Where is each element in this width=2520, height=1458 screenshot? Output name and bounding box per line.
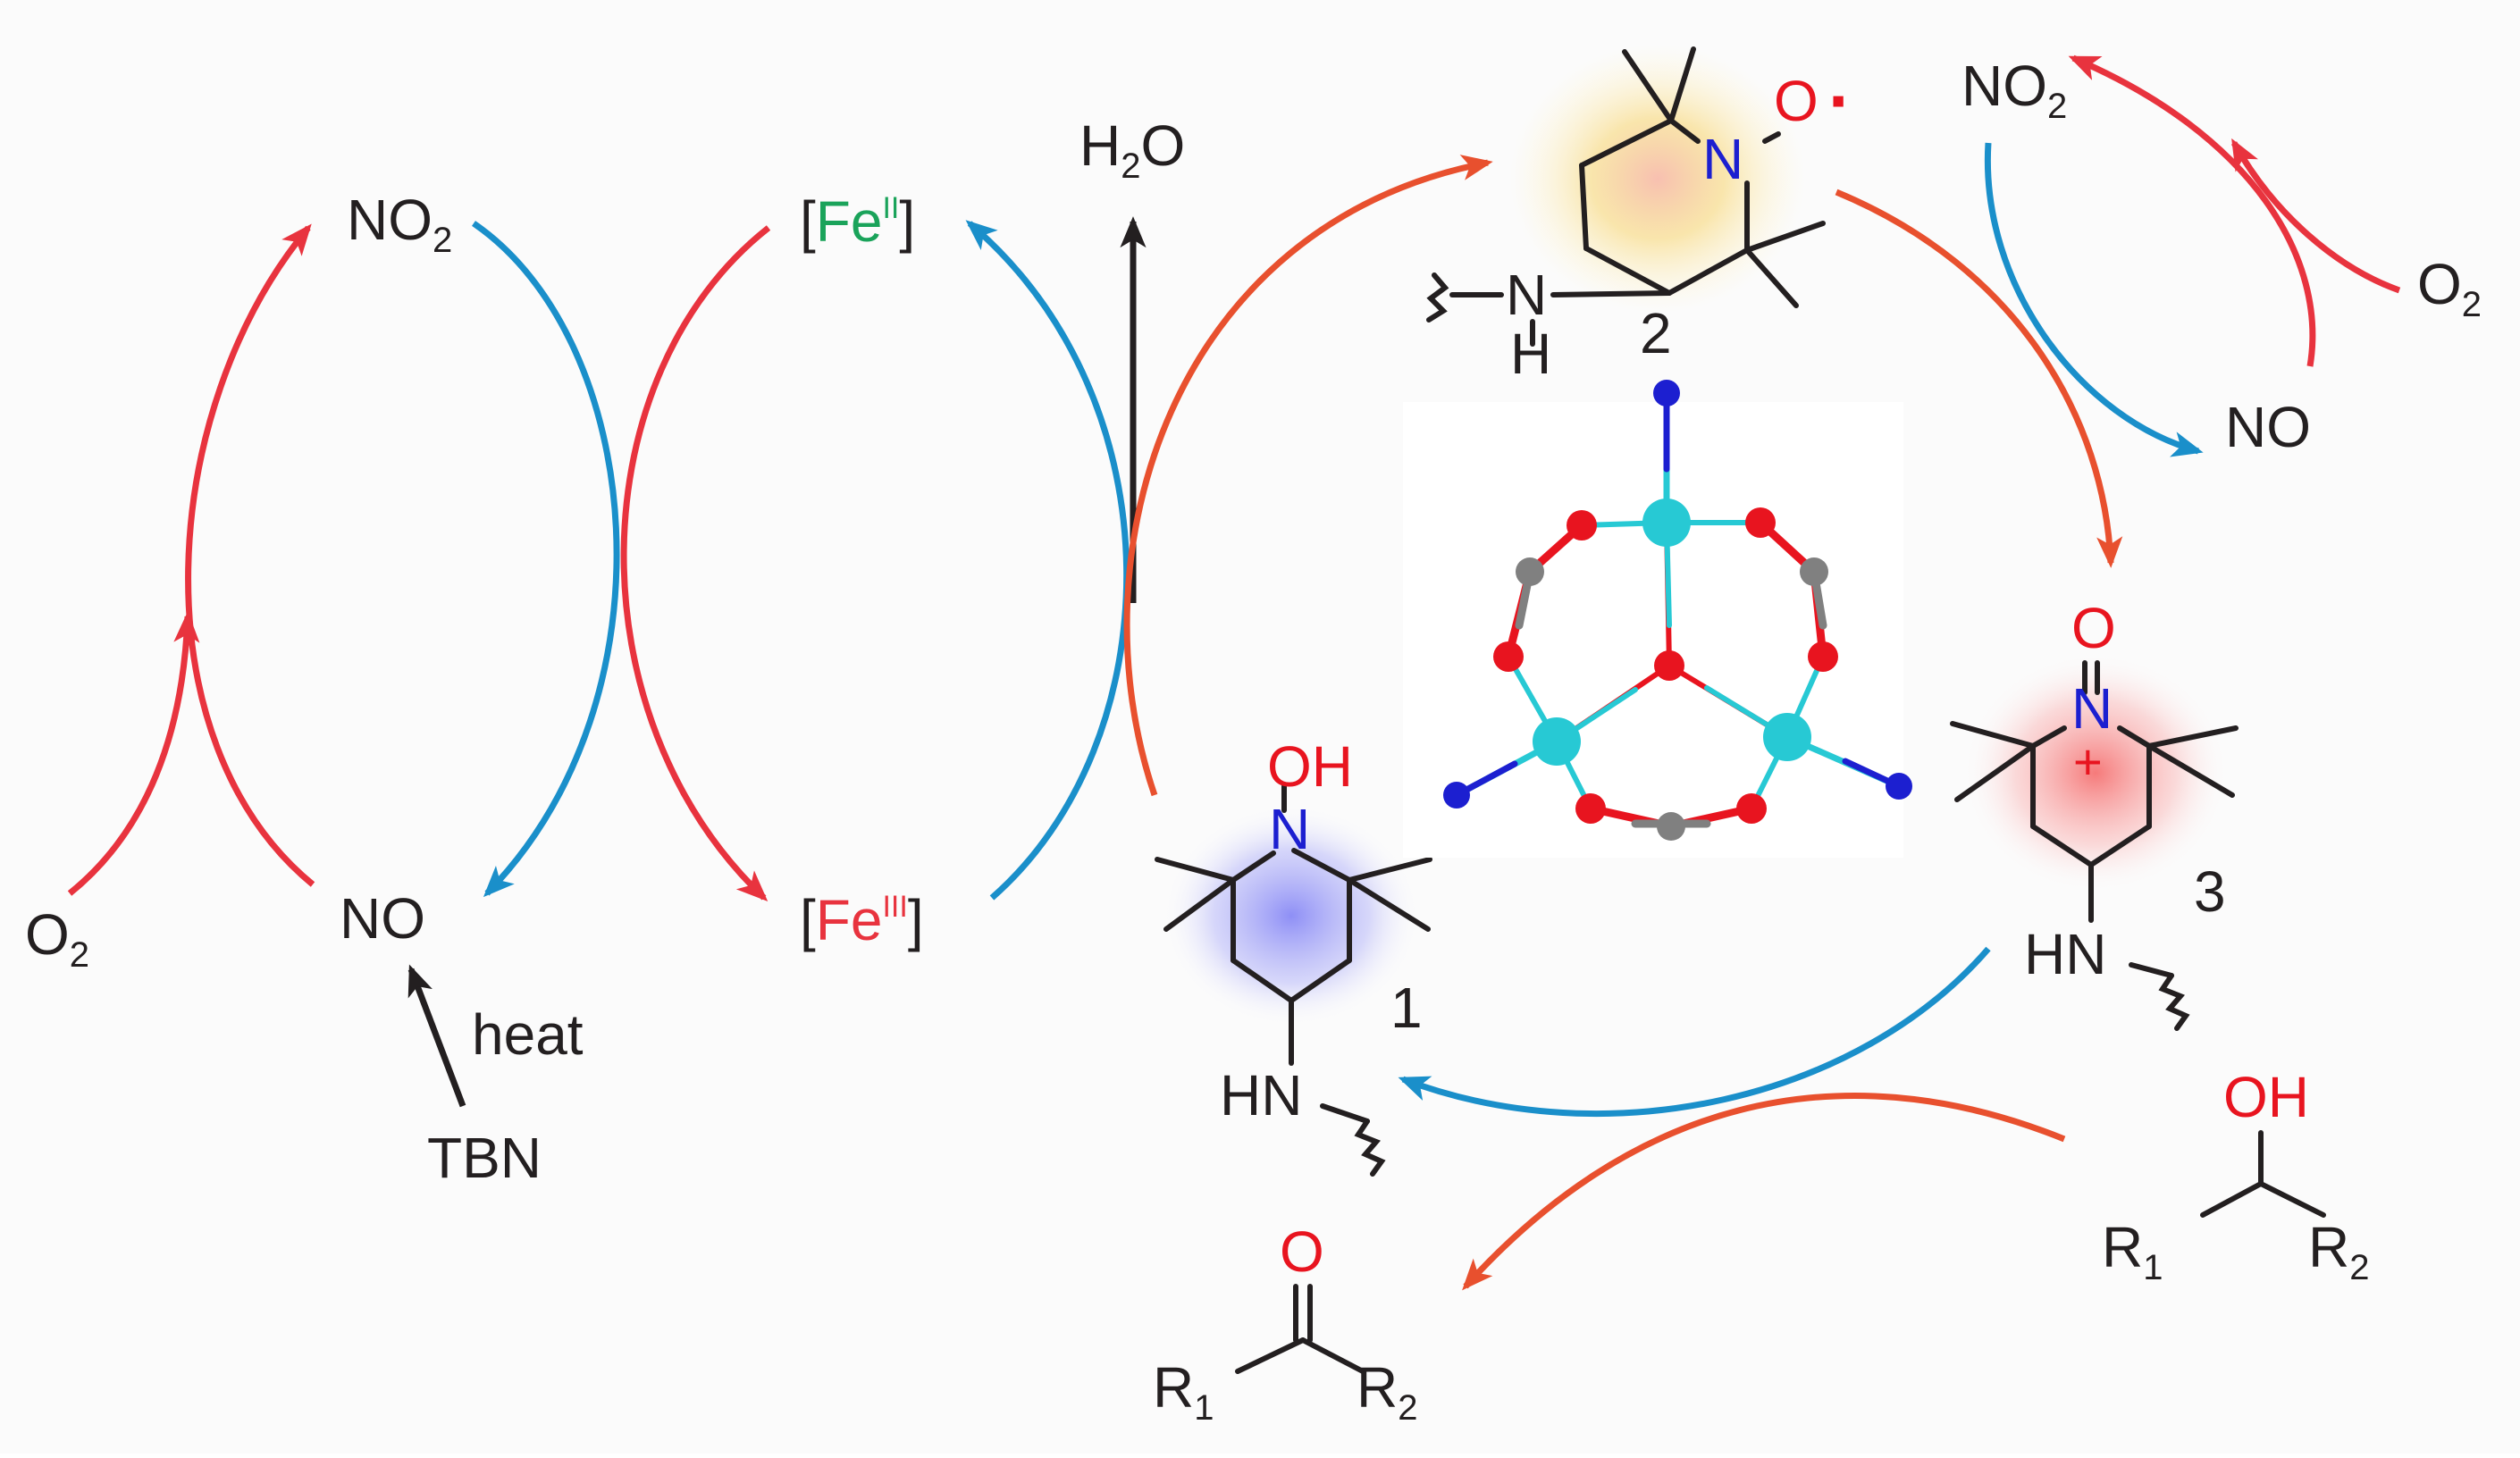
arrow-1-to-2: [1123, 155, 1493, 797]
compound-1-n: N: [1269, 797, 1310, 861]
arrow-alcohol-to-ketone: [1462, 1092, 2066, 1291]
arrow-no2-to-no: [472, 221, 620, 898]
alcohol-oh: OH: [2223, 1065, 2309, 1129]
fe3-cluster-model: [1403, 380, 1912, 858]
compound-2-nh-h: H: [1510, 322, 1551, 386]
compound-3-n: N: [2071, 676, 2113, 741]
compound-2-nh-n: N: [1506, 263, 1547, 327]
fe3-label: [FeIII]: [800, 888, 924, 952]
arrow-tbn-to-no: [407, 964, 466, 1108]
compound-2-o: O: [1774, 69, 1819, 133]
arrow-2-to-3: [1835, 189, 2123, 568]
compound-2-n: N: [1702, 127, 1743, 191]
cluster-atoms: [1443, 380, 1912, 841]
compound-2-bonds: [1426, 46, 1826, 347]
compound-3: O N + HN 3: [1950, 596, 2239, 1031]
compound-3-number: 3: [2194, 859, 2226, 924]
alcohol-bonds: [2200, 1130, 2326, 1218]
arrow-no-to-no2: [185, 223, 315, 887]
arrow-no2-to-no-right: [1984, 142, 2204, 457]
ketone-o: O: [1280, 1219, 1324, 1284]
compound-1-glow: [1162, 804, 1421, 1027]
water-label: H2O: [1079, 113, 1185, 186]
tbn-label: TBN: [427, 1126, 542, 1190]
fe2-label: [FeII]: [800, 189, 915, 254]
iron-cycle: [FeII] [FeIII]: [620, 189, 1130, 952]
heat-label: heat: [472, 1002, 584, 1067]
compound-3-glow: [1961, 652, 2230, 893]
compound-2-number: 2: [1640, 301, 1672, 365]
left-nox-cycle: NO2 NO O2 heat TBN: [25, 188, 620, 1190]
alcohol-substrate: OH R1 R2: [2102, 1065, 2369, 1287]
cluster-background: [1403, 402, 1903, 858]
no-label-left: NO: [340, 886, 425, 951]
ketone-bonds: [1235, 1284, 1365, 1374]
arrow-no-to-no2-right: [2068, 54, 2316, 367]
compound-1: OH N HN 1: [1155, 734, 1432, 1177]
alcohol-r1: R1: [2102, 1215, 2163, 1287]
o2-label-left: O2: [25, 902, 89, 975]
ketone-product: O R1 R2: [1153, 1219, 1417, 1428]
alcohol-r2: R2: [2308, 1215, 2369, 1287]
arrow-fe2-to-fe3: [620, 225, 771, 902]
compound-1-bonds: [1155, 783, 1432, 1177]
compound-3-o: O: [2071, 596, 2116, 660]
compound-2: N O · N H 2: [1426, 45, 1852, 386]
no2-label-right: NO2: [1961, 54, 2067, 126]
no2-label-left: NO2: [347, 188, 452, 260]
o2-label-right: O2: [2417, 252, 2482, 324]
ketone-r1: R1: [1153, 1355, 1214, 1428]
compound-1-number: 1: [1390, 976, 1423, 1040]
compound-3-plus: +: [2073, 733, 2103, 790]
compound-2-glow: [1510, 45, 1805, 313]
right-nox-cycle: NO2 NO O2: [1961, 54, 2482, 459]
ketone-r2: R2: [1357, 1355, 1417, 1428]
water-release: H2O: [1079, 113, 1185, 603]
compound-2-radical-dot: ·: [1828, 61, 1852, 140]
tempo-cycle-arrows: [1123, 155, 2123, 1291]
compound-3-bonds: [1950, 660, 2239, 1031]
no-label-right: NO: [2225, 395, 2311, 459]
compound-1-hn: HN: [1220, 1063, 1302, 1127]
arrow-fe3-to-fe2: [965, 220, 1130, 901]
compound-1-oh: OH: [1267, 734, 1353, 799]
compound-3-hn: HN: [2024, 922, 2106, 986]
arrow-o2-feed-right: [2230, 138, 2401, 294]
arrow-o2-feed: [67, 611, 200, 896]
arrow-3-to-1: [1398, 946, 1991, 1117]
